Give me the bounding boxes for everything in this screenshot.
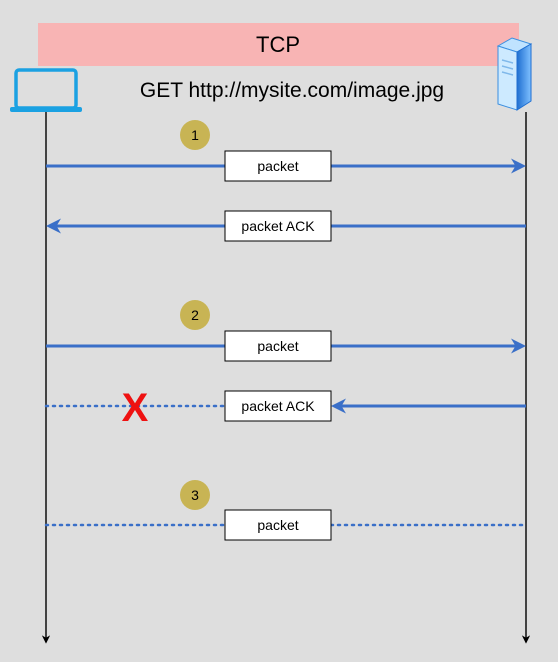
message-packet-1: packet — [46, 150, 526, 182]
step-number-1: 1 — [191, 127, 199, 143]
laptop-icon — [10, 68, 82, 112]
step-badge-2: 2 — [180, 300, 210, 330]
message-label-3: packet — [257, 338, 298, 354]
step-badge-3: 3 — [180, 480, 210, 510]
lost-packet-marker: X — [122, 386, 149, 430]
step-number-2: 2 — [191, 307, 199, 323]
message-packet-3: packet — [44, 509, 528, 541]
request-line: GET http://mysite.com/image.jpg — [140, 79, 444, 102]
step-number-3: 3 — [191, 487, 199, 503]
message-label-4: packet ACK — [241, 398, 315, 414]
message-ack-1: packet ACK — [46, 210, 526, 242]
message-packet-2: packet — [46, 330, 526, 362]
message-label-5: packet — [257, 517, 298, 533]
message-ack-lost: packet ACK — [44, 390, 526, 422]
message-label-2: packet ACK — [241, 218, 315, 234]
server-icon — [496, 37, 533, 111]
step-badge-1: 1 — [180, 120, 210, 150]
message-label-1: packet — [257, 158, 298, 174]
header-title: TCP — [256, 32, 300, 57]
header-band — [38, 23, 519, 66]
